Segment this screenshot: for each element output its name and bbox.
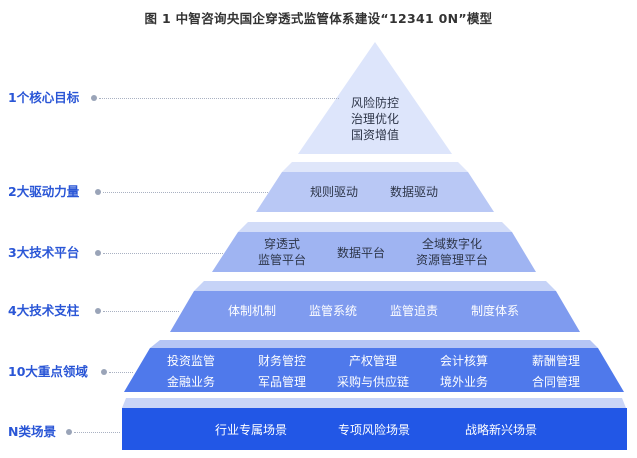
level-5-item: 投资监管: [166, 354, 216, 368]
level-5-item: 薪酬管理: [531, 354, 581, 368]
level-dot-6: [66, 429, 72, 435]
level-1-item: 国资增值: [350, 128, 400, 142]
level-4-item: 体制机制: [227, 304, 277, 318]
level-5-item: 产权管理: [348, 354, 398, 368]
level-label-5: 10大重点领域: [8, 364, 88, 379]
level-2-item: 数据驱动: [389, 185, 439, 199]
level-leader-4: [103, 311, 179, 312]
level-label-6: N类场景: [8, 424, 56, 439]
pyramid-level-2-top: [282, 162, 468, 172]
level-label-2: 2大驱动力量: [8, 184, 80, 199]
level-label-1: 1个核心目标: [8, 90, 80, 105]
level-dot-1: [91, 95, 97, 101]
level-5-item: 金融业务: [166, 375, 216, 389]
level-leader-1: [99, 98, 339, 99]
level-leader-5: [109, 372, 133, 373]
level-5-item: 军品管理: [257, 375, 307, 389]
level-1-item: 治理优化: [350, 112, 400, 126]
level-4-item: 监管系统: [308, 304, 358, 318]
pyramid-level-3-top: [238, 222, 512, 232]
level-6-item: 战略新兴场景: [464, 423, 538, 437]
level-label-3: 3大技术平台: [8, 245, 80, 260]
level-5-item: 境外业务: [439, 375, 489, 389]
level-dot-2: [95, 189, 101, 195]
level-3-item: 穿透式 监管平台: [257, 237, 307, 267]
level-5-item: 合同管理: [531, 375, 581, 389]
pyramid-level-1: [298, 42, 452, 154]
level-5-item: 财务管控: [257, 354, 307, 368]
level-label-4: 4大技术支柱: [8, 303, 80, 318]
level-5-item: 会计核算: [439, 354, 489, 368]
level-dot-5: [101, 369, 107, 375]
level-leader-2: [103, 192, 268, 193]
level-dot-4: [95, 308, 101, 314]
level-leader-6: [74, 432, 120, 433]
level-leader-3: [103, 253, 223, 254]
pyramid-level-6-top: [122, 398, 626, 408]
pyramid-level-6: [122, 408, 627, 450]
figure-title: 图 1 中智咨询央国企穿透式监管体系建设“12341 0N”模型: [144, 11, 493, 26]
level-1-item: 风险防控: [350, 96, 400, 110]
level-4-item: 制度体系: [470, 304, 520, 318]
level-6-item: 专项风险场景: [337, 423, 411, 437]
level-dot-3: [95, 250, 101, 256]
level-3-item: 全域数字化 资源管理平台: [415, 237, 489, 267]
pyramid-level-4-top: [194, 281, 556, 291]
pyramid-level-4: [170, 291, 580, 332]
pyramid-level-5: [124, 348, 624, 392]
pyramid-level-2: [256, 172, 494, 212]
pyramid-level-3: [212, 232, 536, 272]
level-3-item: 数据平台: [336, 246, 386, 260]
level-4-item: 监管追责: [389, 304, 439, 318]
level-2-item: 规则驱动: [309, 185, 359, 199]
level-6-item: 行业专属场景: [214, 423, 288, 437]
level-5-item: 采购与供应链: [336, 375, 410, 389]
pyramid-level-5-top: [150, 340, 598, 348]
